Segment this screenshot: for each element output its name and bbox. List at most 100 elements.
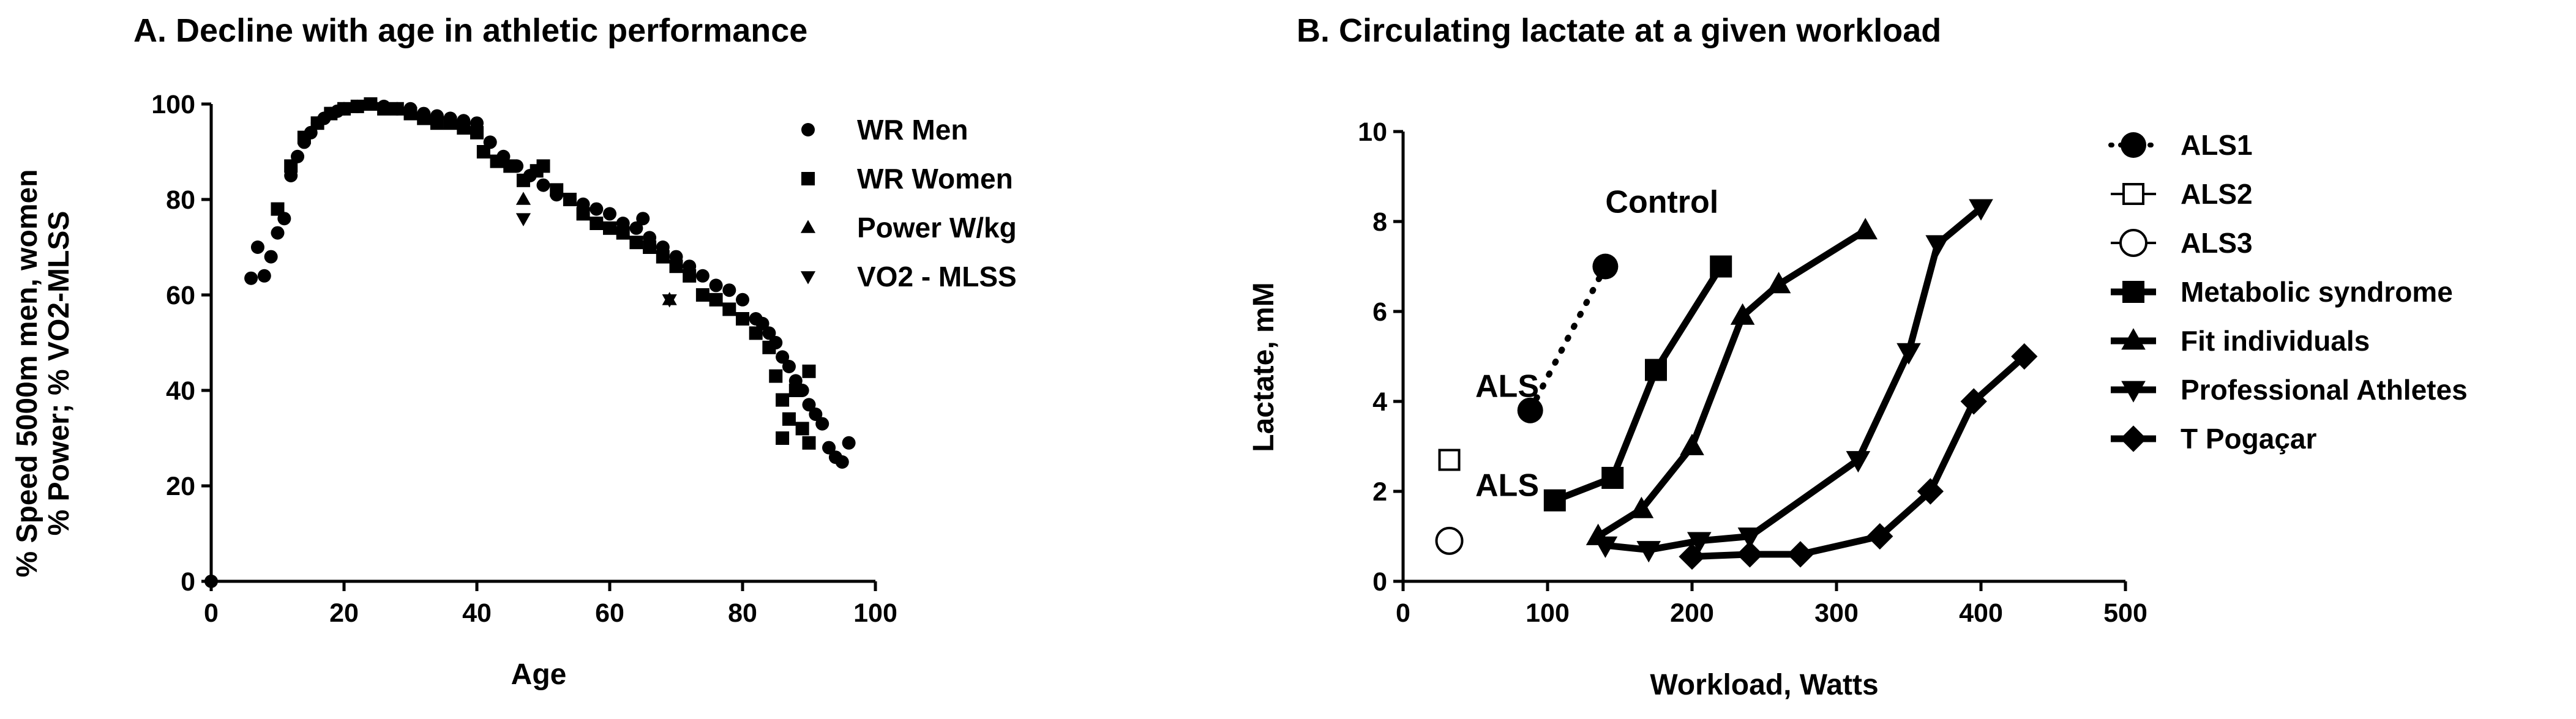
panel-a-x-tick-label: 20 [329, 598, 359, 628]
panel-a-point-triangle-down [515, 213, 531, 226]
panel-a-x-tick-label: 80 [728, 598, 757, 628]
panel-b-point-diamond [1866, 523, 1893, 550]
panel-b-annotation: ALS [1475, 468, 1539, 503]
panel-a-x-tick-label: 0 [204, 598, 219, 628]
panel-a-x-tick-label: 100 [853, 598, 897, 628]
panel-b-legend-marker-square [2122, 281, 2144, 303]
panel-a-point-square [284, 159, 298, 173]
panel-b-point-diamond [1679, 543, 1705, 570]
panel-b-annotation: Control [1605, 184, 1718, 220]
panel-a-point-square [788, 384, 803, 397]
panel-a-legend-label: Power W/kg [857, 212, 1017, 244]
panel-b-series [1435, 199, 2038, 570]
panel-a-point-circle [782, 360, 796, 373]
panel-a-legend-label: VO2 - MLSS [857, 261, 1017, 292]
panel-a-x-tick-label: 60 [595, 598, 624, 628]
panel-b-point-triangle-up [1629, 496, 1654, 518]
panel-a-y-tick-label: 40 [166, 376, 195, 406]
panel-b-point-triangle-down [1687, 532, 1712, 554]
panel-a-point-square [476, 145, 490, 158]
panel-a-point-circle [722, 283, 736, 297]
panel-b-point-square [1543, 489, 1566, 512]
panel-b-legend-label: Fit individuals [2181, 325, 2370, 357]
panel-b-legend-marker-triangle-down [2121, 381, 2146, 403]
panel-b-legend-label: T Pogaçar [2181, 423, 2317, 455]
panel-a-point-square [350, 99, 364, 113]
panel-b-legend-label: ALS1 [2181, 129, 2253, 161]
panel-a-x-tick-label: 40 [462, 598, 492, 628]
panel-a-point-square [749, 326, 763, 340]
panel-a-point-square [516, 173, 530, 187]
panel-a-legend-label: WR Men [857, 114, 968, 146]
panel-b-point-diamond [1787, 541, 1814, 568]
panel-a-point-circle [815, 417, 829, 431]
panel-a-point-square [390, 102, 404, 116]
panel-b-y-tick-label: 0 [1372, 567, 1387, 597]
panel-a-y-axis-label-line1: % Speed 5000m men, women [11, 170, 43, 578]
panel-b-y-tick-label: 6 [1372, 297, 1387, 327]
panel-a-point-circle [695, 269, 710, 283]
panel-a-point-square [776, 393, 790, 407]
panel-a-point-circle [802, 398, 816, 412]
panel-a-point-circle [271, 226, 285, 240]
panel-a: A. Decline with age in athletic performa… [11, 12, 1017, 691]
panel-b-legend-label: ALS3 [2181, 227, 2253, 259]
panel-b-point-triangle-down [1969, 199, 1993, 221]
panel-b-point-triangle-down [1636, 541, 1661, 563]
panel-b-legend-marker-diamond [2120, 425, 2147, 452]
panel-b-series-line [1553, 264, 1724, 504]
panel-a-point-square [616, 226, 630, 240]
panel-a-point-square [603, 221, 616, 235]
panel-a-point-square [643, 240, 657, 254]
panel-a-point-square [310, 116, 324, 130]
panel-a-point-circle [822, 441, 836, 455]
panel-a-point-square [709, 292, 723, 307]
panel-a-point-square [795, 422, 809, 436]
panel-b-x-tick-label: 200 [1670, 598, 1714, 628]
panel-a-title: A. Decline with age in athletic performa… [133, 12, 807, 49]
panel-a-point-circle [842, 436, 856, 450]
panel-b-point-triangle-up [1853, 218, 1878, 240]
panel-b-series-line [1527, 263, 1609, 414]
panel-b-point-diamond [1960, 388, 1987, 415]
panel-b-legend-marker-circle-filled [2121, 132, 2146, 158]
panel-a-point-square [503, 159, 517, 173]
panel-b-point-triangle-down [1925, 235, 1950, 257]
panel-a-point-square [550, 183, 564, 197]
panel-a-point-circle [736, 292, 749, 307]
panel-a-point-circle [776, 350, 790, 364]
panel-a-y-tick-label: 60 [166, 281, 195, 310]
panel-a-point-triangle-down [662, 294, 677, 308]
panel-b-point-circle-open [1435, 526, 1464, 555]
panel-a-point-square [364, 97, 378, 111]
panel-a-point-square [271, 202, 285, 216]
panel-a-point-circle [835, 455, 849, 469]
panel-b-point-triangle-up [1680, 433, 1704, 455]
panel-b-y-tick-label: 8 [1372, 207, 1387, 237]
panel-b-title: B. Circulating lactate at a given worklo… [1297, 12, 1941, 49]
panel-b-point-triangle-down [1593, 536, 1618, 558]
panel-a-point-circle [603, 207, 616, 221]
panel-a-point-circle [244, 271, 258, 285]
panel-b-point-triangle-down [1846, 451, 1871, 473]
panel-a-point-circle [590, 202, 604, 216]
panel-a-point-square [337, 102, 351, 116]
panel-a-y-tick-label: 80 [166, 185, 195, 215]
panel-a-point-square [802, 364, 816, 378]
panel-b-point-triangle-down [1896, 343, 1921, 365]
panel-b-point-circle-filled [1517, 397, 1543, 423]
panel-a-point-square [430, 116, 444, 130]
panel-a-point-circle [250, 240, 264, 254]
panel-a-point-circle [204, 575, 218, 588]
panel-a-y-tick-label: 20 [166, 472, 195, 501]
panel-b-x-tick-label: 500 [2103, 598, 2147, 628]
panel-a-legend-marker-triangle-down [800, 271, 816, 285]
panel-a-point-square [683, 269, 697, 283]
panel-a-point-circle [809, 408, 823, 421]
panel-a-point-square [695, 288, 710, 302]
panel-a-point-square [457, 121, 471, 135]
panel-a-legend-marker-triangle-up [800, 220, 816, 233]
